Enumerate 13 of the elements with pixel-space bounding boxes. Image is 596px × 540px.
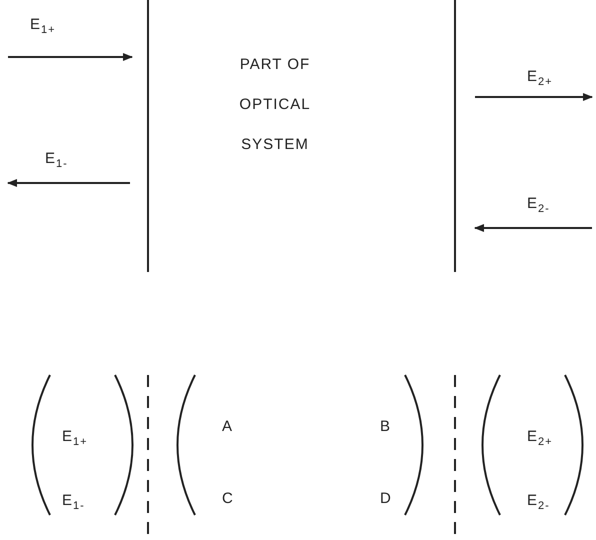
matrix-entry: E$_{2+}$ bbox=[527, 428, 553, 448]
matrix-entry: C bbox=[222, 490, 234, 507]
system-label: PART OF OPTICAL SYSTEM bbox=[238, 55, 312, 155]
matrix-entry: E$_{2-}$ bbox=[527, 492, 550, 512]
field-label: E$_{1-}$ bbox=[45, 150, 68, 170]
field-label: E$_{1+}$ bbox=[30, 16, 56, 36]
matrix-entry: E$_{1+}$ bbox=[62, 428, 88, 448]
field-label: E$_{2+}$ bbox=[527, 68, 553, 88]
matrix-entry: E$_{1-}$ bbox=[62, 492, 85, 512]
matrix-entry: A bbox=[222, 418, 234, 435]
matrix-entry: B bbox=[380, 418, 392, 435]
matrix-entry: D bbox=[380, 490, 392, 507]
field-label: E$_{2-}$ bbox=[527, 195, 550, 215]
